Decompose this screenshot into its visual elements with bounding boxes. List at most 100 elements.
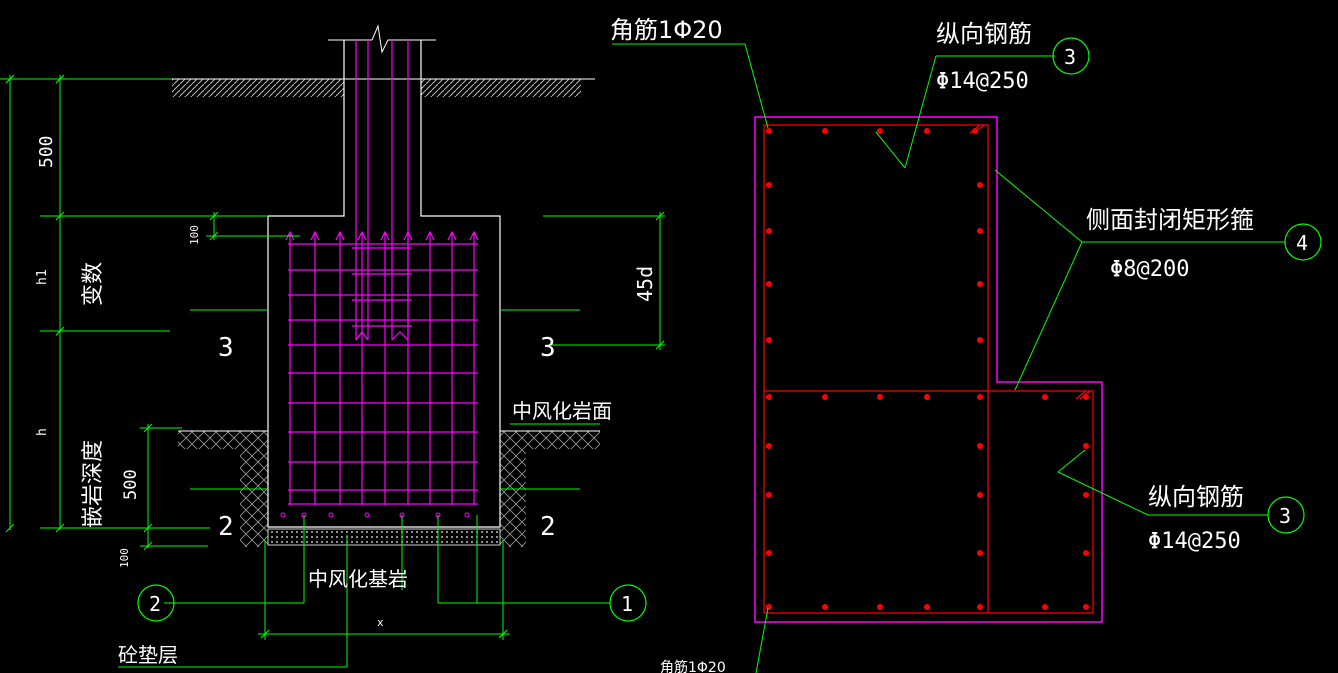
rock-hatch-right-side	[500, 449, 526, 547]
label-bianshu: 变数	[81, 262, 106, 306]
foundation-section: 500 h1 h 变数 100 3 嵌岩深度 500 2 100 3 45d 中…	[0, 24, 665, 668]
bottom-bar-dot	[280, 512, 286, 518]
plan-bubble-3-top-label: 3	[1064, 45, 1076, 69]
label-embed-500: 500	[121, 469, 141, 500]
mesh-hook	[285, 230, 295, 241]
plan-stirrup-label: 侧面封闭矩形箍	[1086, 206, 1254, 234]
column-break-mark	[371, 24, 392, 54]
plan-rebar-dot	[766, 492, 772, 498]
label-rock-base: 中风化基岩	[308, 567, 408, 591]
bottom-bar-dot	[364, 512, 370, 518]
plan-rebar-dot	[1083, 394, 1089, 400]
section-bubble-2-circle	[137, 584, 175, 622]
label-embed-depth: 嵌岩深度	[81, 440, 106, 528]
section-bubble-1-circle	[609, 584, 647, 622]
rock-hatch-left-side	[240, 449, 268, 547]
dim-h1: h1	[35, 269, 50, 285]
plan-rebar-dot	[766, 604, 772, 610]
cut-3-right: 3	[540, 333, 556, 363]
plan-rebar-dot	[1042, 394, 1048, 400]
plan-rebar-dot	[766, 128, 772, 134]
plan-rebar-dot	[977, 394, 983, 400]
plan-leader-lines	[612, 43, 1285, 673]
ground-hatch-left	[172, 79, 344, 97]
plan-bubble-3-bottom-label: 3	[1279, 504, 1291, 528]
plan-rebar-dot	[877, 394, 883, 400]
plan-stirrup-spec: Φ8@200	[1110, 257, 1189, 282]
plan-corner-bar-bottom: 角筋1Φ20	[660, 659, 726, 673]
dim-100-top: 100	[188, 225, 201, 245]
bottom-bar-dot	[328, 512, 334, 518]
plan-long-bar-top: 纵向钢筋	[936, 20, 1032, 48]
column-plan: 角筋1Φ20 纵向钢筋 Φ14@250 3 侧面封闭矩形箍 Φ8@200 4 纵…	[610, 16, 1322, 673]
dim-100-bottom: 100	[118, 548, 131, 568]
plan-rebar-dot	[1083, 492, 1089, 498]
rock-hatch-left	[178, 431, 268, 449]
plan-outer-outline	[754, 116, 1103, 623]
section-dimension-lines	[0, 74, 665, 668]
plan-rebar-dot	[877, 128, 883, 134]
plan-long-bar-bottom: 纵向钢筋	[1148, 483, 1244, 511]
mesh-hook	[335, 230, 345, 241]
plan-long-bar-bottom-spec: Φ14@250	[1148, 529, 1241, 554]
plan-rebar-dot	[766, 228, 772, 234]
plan-rebar-dot	[1083, 443, 1089, 449]
rock-hatch-right	[500, 431, 600, 449]
plan-long-bar-top-spec: Φ14@250	[936, 69, 1029, 94]
plan-rebar-dot	[1083, 604, 1089, 610]
mesh-hook	[403, 230, 413, 241]
cut-2-left: 2	[218, 512, 234, 542]
plan-rebar-dot	[822, 128, 828, 134]
plan-rebar-dot	[822, 394, 828, 400]
plan-rebar-dot	[977, 281, 983, 287]
plan-rebar-dot	[977, 228, 983, 234]
label-rock-surface: 中风化岩面	[512, 399, 612, 423]
mesh-hook	[380, 230, 390, 241]
plan-rebar-dots	[766, 128, 1089, 610]
dim-h: h	[35, 428, 50, 436]
plan-bubble-4-label: 4	[1296, 231, 1308, 255]
plan-rebar-dot	[977, 443, 983, 449]
section-bubble-2-label: 2	[149, 592, 161, 616]
bottom-bar-dot	[464, 512, 470, 518]
plan-rebar-dot	[1042, 604, 1048, 610]
plan-bubble-4-circle	[1284, 223, 1322, 261]
dim-45d: 45d	[633, 266, 657, 302]
cut-3-left: 3	[218, 333, 234, 363]
mesh-hook	[469, 230, 479, 241]
mesh-hook	[447, 230, 457, 241]
cushion-layer	[267, 528, 501, 546]
plan-rebar-dot	[877, 604, 883, 610]
plan-corner-bar-top: 角筋1Φ20	[610, 16, 723, 44]
footing-rebar-mesh	[285, 230, 479, 505]
plan-rebar-dot	[766, 182, 772, 188]
plan-rebar-dot	[977, 182, 983, 188]
plan-rebar-dot	[766, 443, 772, 449]
section-bubble-1-label: 1	[621, 592, 633, 616]
plan-rebar-dot	[977, 492, 983, 498]
dim-x: x	[377, 616, 384, 629]
mesh-hook	[425, 230, 435, 241]
cut-2-right: 2	[540, 512, 556, 542]
plan-rebar-dot	[1083, 550, 1089, 556]
label-cushion: 砼垫层	[118, 643, 178, 667]
plan-stirrups	[763, 124, 1094, 614]
plan-rebar-dot	[924, 128, 930, 134]
plan-rebar-dot	[766, 337, 772, 343]
plan-rebar-dot	[924, 394, 930, 400]
plan-rebar-dot	[766, 281, 772, 287]
plan-rebar-dot	[972, 128, 978, 134]
plan-rebar-dot	[766, 394, 772, 400]
dim-500-top: 500	[36, 135, 57, 168]
mesh-hook	[357, 230, 367, 241]
ground-hatch-right	[421, 79, 581, 97]
plan-rebar-dot	[977, 604, 983, 610]
bottom-bar-dots	[280, 512, 470, 518]
column-footing-outline	[267, 40, 501, 528]
plan-rebar-dot	[977, 337, 983, 343]
plan-bubble-3-bottom-circle	[1267, 496, 1305, 534]
plan-rebar-dot	[924, 604, 930, 610]
plan-bubble-3-top-circle	[1052, 37, 1090, 75]
plan-rebar-dot	[822, 604, 828, 610]
